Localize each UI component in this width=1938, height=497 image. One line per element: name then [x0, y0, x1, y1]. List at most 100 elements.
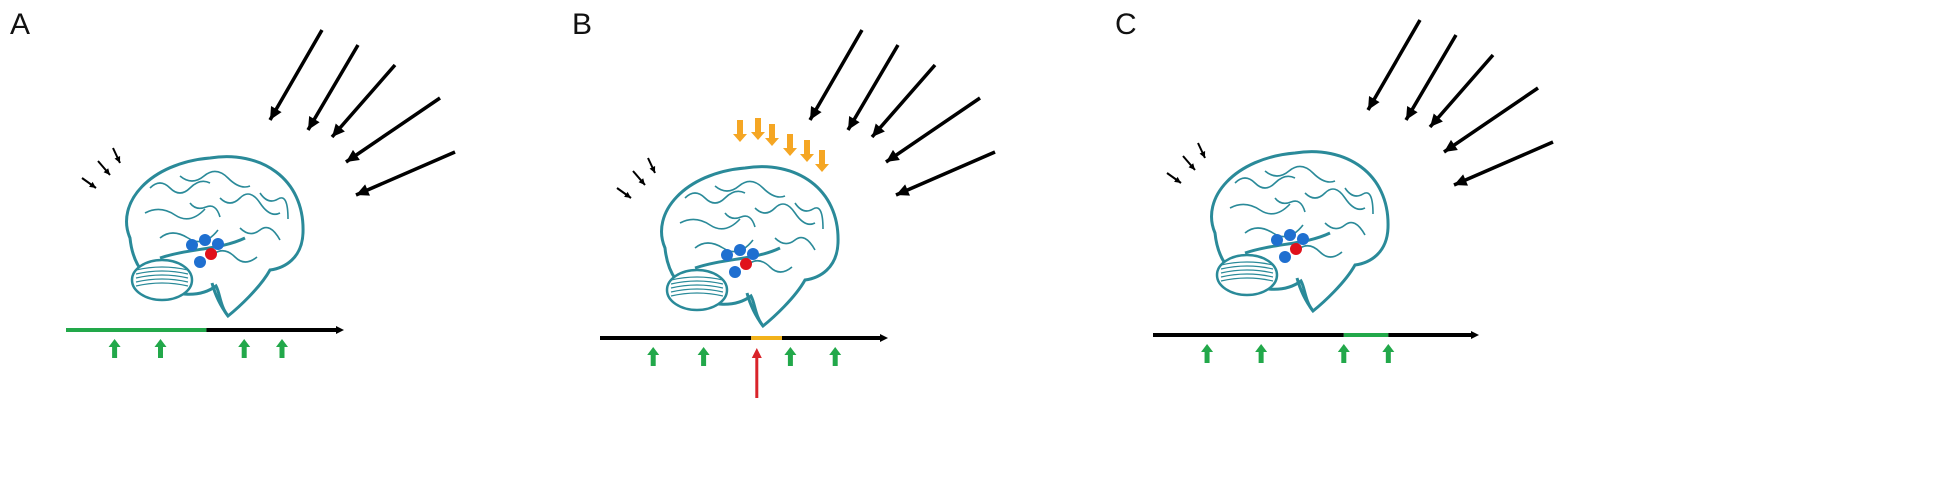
red-dot — [205, 248, 217, 260]
brain-gyrus — [714, 180, 786, 198]
blue-dot — [212, 238, 224, 250]
blue-dot — [1279, 251, 1291, 263]
panel-a: A — [0, 0, 646, 497]
brain-gyrus — [239, 226, 281, 241]
green-arrow-shaft — [158, 346, 163, 358]
cerebellum-fold — [135, 266, 189, 271]
panel-label: B — [572, 8, 593, 41]
brain-gyrus — [214, 249, 258, 263]
incoming-arrow — [870, 63, 937, 139]
incoming-arrow — [1404, 34, 1458, 121]
orange-arrow-head — [765, 138, 779, 146]
brain-gyrus — [794, 202, 824, 230]
green-arrow-shaft — [241, 346, 247, 358]
cerebellum-fold — [670, 284, 724, 289]
green-arrow-shaft — [650, 354, 656, 366]
incoming-arrow — [330, 63, 397, 139]
incoming-arrow — [1366, 19, 1422, 111]
orange-arrow-shaft — [819, 150, 825, 164]
orange-arrow-head — [783, 148, 797, 156]
green-arrow-head — [1337, 344, 1350, 352]
incoming-arrow — [1443, 86, 1539, 154]
green-arrow-shaft — [1341, 351, 1347, 363]
brain-gyrus — [1304, 188, 1366, 211]
brain-gyrus — [1344, 187, 1374, 215]
blue-dot — [734, 244, 746, 256]
incoming-arrow-head — [346, 149, 360, 162]
brain-gyrus — [189, 202, 221, 218]
green-arrow-head — [108, 339, 121, 347]
blue-dot — [1297, 233, 1309, 245]
green-arrow-shaft — [279, 346, 285, 358]
blue-dot — [729, 266, 741, 278]
green-arrow-shaft — [1204, 351, 1210, 363]
brain-gyrus — [179, 170, 251, 188]
incoming-arrow-head — [1406, 106, 1418, 120]
green-arrow-shaft — [1385, 351, 1391, 363]
panel-c: C — [1115, 0, 1799, 497]
brainstem — [210, 282, 230, 317]
incoming-arrow-head — [848, 116, 860, 130]
small-arrow-head — [624, 191, 631, 198]
brain-gyrus — [1299, 244, 1343, 258]
incoming-arrow-head — [886, 149, 900, 162]
incoming-arrow — [355, 150, 456, 197]
small-arrow-head — [1174, 176, 1181, 183]
orange-arrow-shaft — [755, 118, 761, 132]
green-arrow-shaft — [787, 354, 793, 366]
small-arrow-head — [649, 166, 656, 173]
cerebellum-fold — [670, 288, 724, 293]
brain-gyrus — [1274, 197, 1306, 213]
red-dot — [1290, 243, 1302, 255]
orange-arrow-shaft — [804, 140, 810, 154]
incoming-arrow — [1428, 53, 1495, 129]
green-arrow-head — [784, 347, 797, 355]
blue-dot — [1284, 229, 1296, 241]
incoming-arrow — [1453, 140, 1554, 187]
green-arrow-head — [1255, 344, 1268, 352]
cerebellum-fold — [1220, 277, 1274, 282]
cerebellum-fold — [1220, 261, 1274, 266]
cerebellum-fold — [670, 292, 724, 297]
blue-dot — [747, 248, 759, 260]
green-arrow-shaft — [112, 346, 118, 358]
small-arrow-head — [1188, 163, 1195, 170]
incoming-arrow — [268, 29, 324, 121]
cerebellum-fold — [1220, 273, 1274, 278]
incoming-arrow-head — [1430, 113, 1443, 127]
brain-gyrus — [1229, 203, 1291, 215]
cerebellum-fold — [1220, 265, 1274, 270]
green-arrow-shaft — [701, 354, 707, 366]
green-arrow-head — [829, 347, 842, 355]
green-arrow-head — [1382, 344, 1395, 352]
brain-gyrus — [219, 193, 281, 216]
cerebellum — [1215, 253, 1279, 297]
small-arrow-head — [1199, 151, 1206, 158]
red-dot — [740, 258, 752, 270]
panel-svg — [1153, 19, 1554, 363]
cerebellum-fold — [670, 280, 724, 285]
blue-dot — [186, 239, 198, 251]
panel-label: A — [10, 8, 31, 41]
panel-svg — [66, 29, 456, 358]
green-arrow-head — [647, 347, 660, 355]
timeline-arrowhead — [880, 334, 888, 342]
incoming-arrow-head — [810, 106, 822, 120]
blue-dot — [199, 234, 211, 246]
blue-dot — [1271, 234, 1283, 246]
orange-arrow-head — [800, 154, 814, 162]
brain-gyrus — [1264, 165, 1336, 183]
incoming-arrow-head — [356, 184, 370, 196]
cerebellum — [665, 268, 729, 312]
brain-gyrus — [1234, 175, 1296, 189]
orange-arrow-shaft — [737, 120, 743, 134]
incoming-arrow-head — [270, 106, 282, 120]
green-arrow-head — [1201, 344, 1214, 352]
incoming-arrow-head — [896, 184, 910, 196]
cerebellum-fold — [1220, 269, 1274, 274]
green-arrow-shaft — [1258, 351, 1264, 363]
incoming-arrow — [306, 44, 360, 131]
incoming-arrow-head — [1368, 96, 1380, 110]
incoming-arrow-head — [1444, 139, 1458, 152]
incoming-arrow-head — [872, 123, 885, 137]
